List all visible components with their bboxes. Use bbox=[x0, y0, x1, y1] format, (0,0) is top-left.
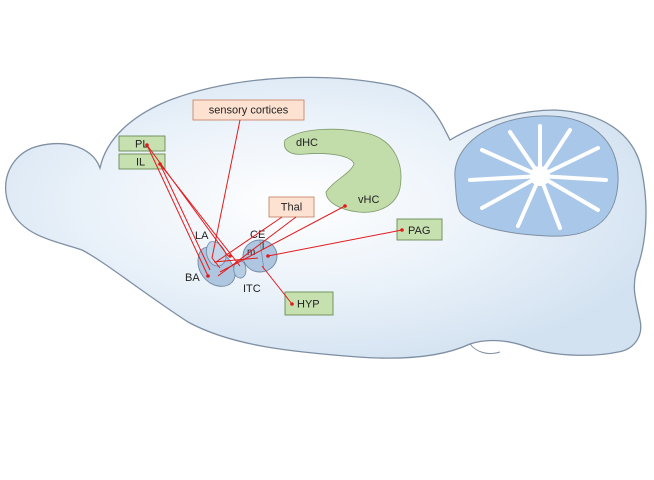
ce-to-hyp bbox=[261, 265, 293, 305]
cerebellum bbox=[454, 115, 619, 237]
lateral-amygdala bbox=[206, 241, 227, 267]
itc-label: ITC bbox=[243, 283, 261, 295]
ba-label: BA bbox=[185, 272, 200, 284]
pl-box: PL bbox=[118, 135, 166, 152]
il-to-itc bbox=[159, 163, 241, 267]
il-to-ba bbox=[159, 163, 211, 271]
ce-lateral-label: l bbox=[262, 241, 264, 252]
thal-to-la bbox=[215, 216, 283, 263]
dhc-label: dHC bbox=[296, 137, 318, 149]
hyp-label: HYP bbox=[297, 299, 320, 311]
connection-terminals bbox=[145, 143, 404, 306]
pl-label: PL bbox=[135, 139, 148, 151]
ce-label: CE bbox=[250, 229, 265, 241]
il-box: IL bbox=[118, 153, 166, 170]
pag-box: PAG bbox=[396, 218, 443, 241]
pl-to-ba bbox=[146, 144, 209, 277]
thal-box: Thal bbox=[268, 196, 315, 218]
vhc-label: vHC bbox=[358, 194, 379, 206]
hyp-box: HYP bbox=[284, 291, 334, 316]
ce-medial-label: m bbox=[247, 247, 255, 258]
hippocampus bbox=[283, 128, 402, 213]
sensory-cortices-label: sensory cortices bbox=[209, 105, 289, 117]
sensory-to-la bbox=[211, 119, 241, 259]
central-amygdala bbox=[242, 239, 278, 273]
vhc-to-ba bbox=[219, 205, 346, 273]
la-label: LA bbox=[195, 230, 209, 242]
brainstem-contour bbox=[469, 343, 501, 355]
pag-label: PAG bbox=[408, 225, 430, 237]
il-label: IL bbox=[136, 157, 145, 169]
itc-cells bbox=[233, 260, 247, 279]
la-to-ce bbox=[213, 257, 259, 263]
sensory-cortices-box: sensory cortices bbox=[192, 99, 305, 121]
la-to-ba-intra bbox=[211, 257, 221, 269]
thal-label: Thal bbox=[281, 202, 302, 214]
ce-to-pag bbox=[267, 229, 403, 257]
